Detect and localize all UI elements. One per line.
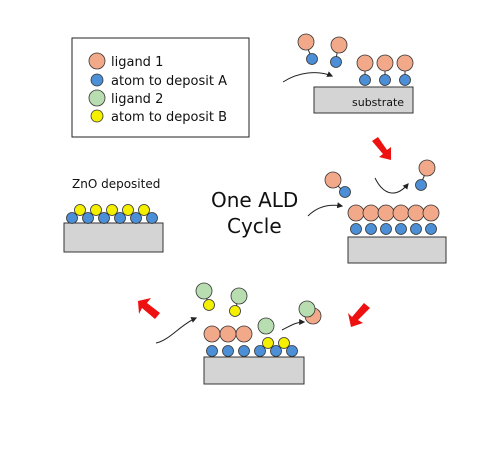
ligand2-swatch: [88, 89, 106, 107]
cycle-label-line2: Cycle: [227, 214, 282, 238]
step2-free-molecules: [324, 159, 436, 198]
zno-panel: ZnO deposited: [63, 177, 164, 253]
zno-substrate-block: [63, 222, 164, 253]
free-precursors: [297, 33, 348, 68]
red-arrow-upleft-icon: [138, 298, 160, 319]
red-arrow-downleft-icon: [348, 303, 370, 327]
zno-layer: [66, 204, 158, 224]
zno-label: ZnO deposited: [72, 177, 160, 191]
step2-in-arrow: [307, 202, 344, 217]
step3-in-arrow: [155, 317, 198, 344]
adsorbed-molecules: [356, 54, 414, 86]
substrate-block: [313, 86, 414, 114]
step3-out-arrow: [281, 319, 306, 331]
step2-substrate-block: [347, 236, 447, 264]
incoming-arrow: [282, 71, 334, 83]
atomB-swatch: [90, 109, 104, 123]
legend-label-atomA: atom to deposit A: [111, 74, 227, 89]
legend-label-atomB: atom to deposit B: [111, 110, 227, 125]
legend: ligand 1 atom to deposit A ligand 2 atom…: [71, 37, 250, 138]
step3-layer: [203, 317, 298, 357]
ligand1-swatch: [88, 52, 106, 70]
legend-label-ligand1: ligand 1: [111, 55, 163, 70]
atomA-swatch: [90, 73, 104, 87]
step2-layer: [347, 204, 440, 235]
cycle-label-line1: One ALD: [211, 188, 298, 212]
step2-out-arrow: [374, 177, 409, 194]
step2-panel: [307, 159, 447, 264]
step1-panel: substrate: [282, 33, 414, 114]
step3-free-molecules: [195, 282, 322, 325]
step3-panel: [155, 282, 322, 385]
substrate-label: substrate: [352, 96, 404, 109]
legend-label-ligand2: ligand 2: [111, 92, 163, 107]
red-arrow-down-icon: [372, 137, 391, 160]
step3-substrate-block: [203, 356, 305, 385]
